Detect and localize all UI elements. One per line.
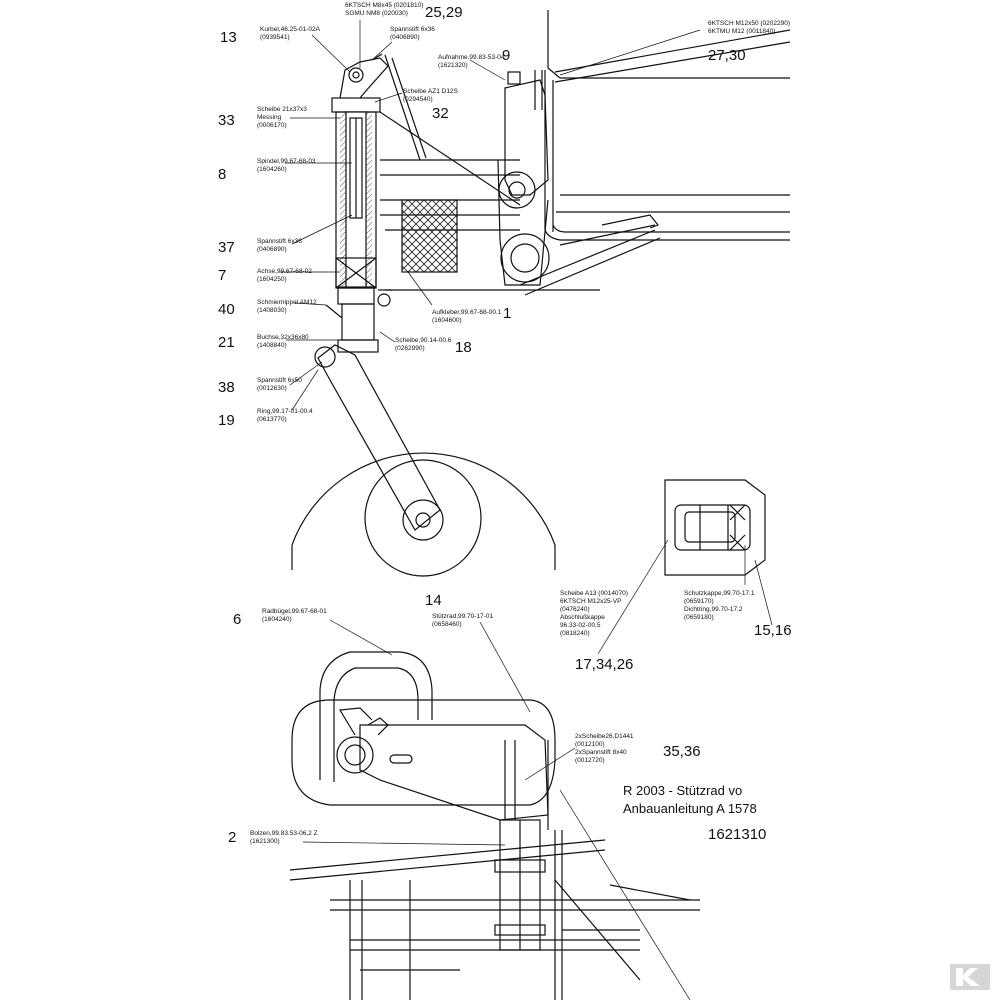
- label-spannstift-mid: Spannstift 6x36(0406890): [257, 238, 302, 253]
- label-ring: Ring,99.17-01-00.4(0613770): [257, 408, 313, 423]
- detail-hub: [664, 479, 766, 576]
- leader-lines: [280, 20, 773, 1000]
- label-spannstift-low: Spannstift 6x50(0012630): [257, 377, 302, 392]
- frame-bottom: [289, 819, 700, 1000]
- callout-27-30: 27,30: [708, 47, 746, 64]
- callout-37: 37: [218, 239, 235, 256]
- title-line-1: R 2003 - Stützrad vo: [623, 783, 743, 798]
- label-spannstift-top: Spannstift 6x36(0406890): [390, 26, 435, 41]
- label-aufnahme: Aufnahme,99.83-53-04(1621320): [438, 54, 505, 69]
- label-aufkleber: Aufkleber,99.67-68-00.1(1604600): [432, 309, 502, 324]
- label-kurbel: Kurbel,46.25-01-02A(0939541): [260, 26, 320, 41]
- label-scheibe-az: Scheibe AZ1 D12S(0294540): [403, 88, 458, 103]
- callout-17-34-26: 17,34,26: [575, 656, 634, 673]
- label-scheibe-90: Scheibe,90.14-00.6(0262990): [395, 337, 452, 352]
- callout-6: 6: [233, 611, 242, 628]
- label-radbuegel: Radbügel,99.67-68-01(1604240): [262, 608, 327, 623]
- wheel-arm: [314, 344, 441, 531]
- callout-7: 7: [218, 267, 227, 284]
- label-scheibe-2x: 2xScheibe26,D1441(0012100)2xSpannstift 8…: [575, 733, 634, 764]
- spindle-tube: [325, 97, 392, 353]
- callout-38: 38: [218, 379, 235, 396]
- callout-35-36: 35,36: [663, 743, 701, 760]
- wheel-hoop: [319, 651, 433, 782]
- kramp-logo: [950, 964, 990, 990]
- callout-40: 40: [218, 301, 235, 318]
- callout-8: 8: [218, 166, 227, 183]
- callout-2: 2: [228, 829, 237, 846]
- aufkleber-sticker: [401, 199, 458, 273]
- callout-9: 9: [502, 47, 511, 64]
- label-sktsch-m8: 6KTSCH M8x45 (0201810)SGMU NM8 (020030): [345, 2, 424, 17]
- callout-13: 13: [220, 29, 237, 46]
- label-schmiernippel: Schmiernippel AM12(1408030): [257, 299, 317, 314]
- wheel-housing: [291, 699, 556, 806]
- label-sktsch-m12: 6KTSCH M12x50 (0202290)6KTMU M12 (001184…: [708, 20, 791, 35]
- callout-32: 32: [432, 105, 449, 122]
- callout-14: 14: [425, 592, 442, 609]
- label-achse: Achse,99.67-68-02(1604250): [257, 268, 312, 283]
- label-schutzkappe: Schutzkappe,99.70-17.1(0659170)Dichtring…: [684, 590, 755, 621]
- callout-18: 18: [455, 339, 472, 356]
- support-wheel: [291, 452, 556, 577]
- label-bolzen: Bolzen,99.83.53-06,2 Z(1621300): [250, 830, 318, 845]
- aufnahme-bracket: [497, 70, 550, 286]
- label-stuetzrad: Stützrad,99.70-17-01(0658460): [432, 613, 494, 628]
- crank-handle: [339, 53, 521, 206]
- document-number: 1621310: [708, 826, 767, 843]
- callout-25-29: 25,29: [425, 4, 463, 21]
- callout-15-16: 15,16: [754, 622, 792, 639]
- callout-21: 21: [218, 334, 235, 351]
- callout-33: 33: [218, 112, 235, 129]
- callout-1: 1: [503, 305, 512, 322]
- callout-19: 19: [218, 412, 235, 429]
- label-scheibe-a13: Scheibe A13 (0014070)6KTSCH M12x25-VP(04…: [560, 590, 628, 637]
- title-line-2: Anbauanleitung A 1578: [623, 801, 757, 816]
- label-spindel: Spindel,99.67-68-03(1604260): [257, 158, 316, 173]
- label-buchse: Buchse,32x36x80(1408840): [257, 334, 309, 349]
- wheel-bracket: [336, 707, 549, 830]
